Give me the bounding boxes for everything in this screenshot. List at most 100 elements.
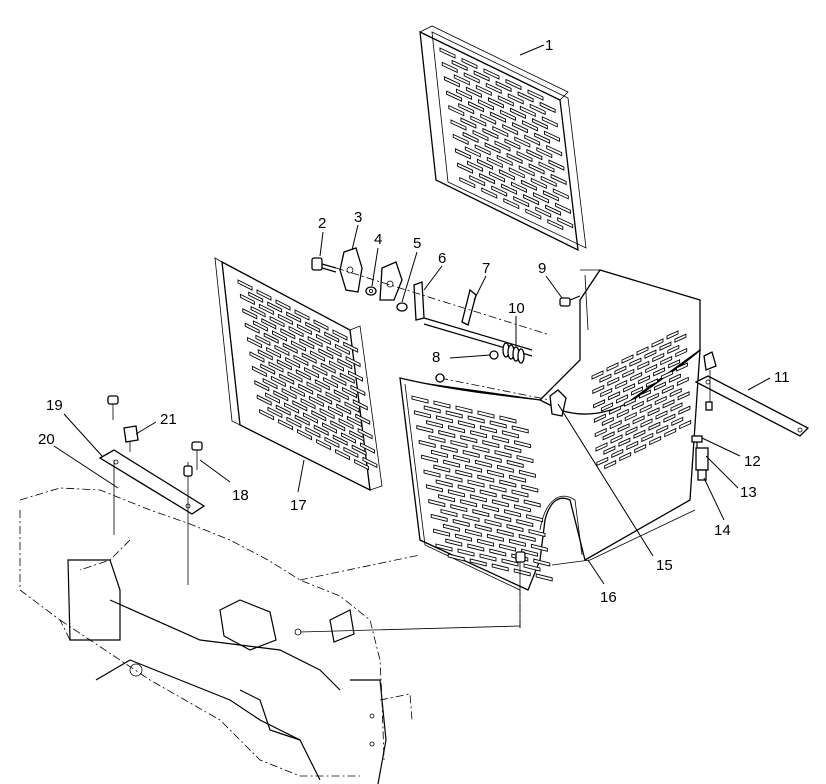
callout-14: 14 (714, 522, 731, 539)
panel-slot (621, 354, 634, 364)
panel-slot (248, 291, 264, 303)
panel-slot (666, 330, 679, 340)
panel-slot (660, 355, 673, 366)
panel-slot (276, 359, 292, 371)
panel-slot (447, 489, 465, 498)
panel-slot (440, 508, 458, 518)
panel-slot (338, 417, 354, 430)
panel-slot (608, 405, 621, 415)
panel-slot (467, 160, 483, 172)
panel-slot (529, 103, 546, 116)
panel-slot (458, 102, 475, 115)
panel-slot (477, 538, 495, 547)
panel-slot (428, 499, 446, 508)
panel-slot (647, 407, 660, 417)
panel-slot (675, 347, 688, 358)
panel-slot (332, 329, 348, 341)
panel-slot (667, 344, 680, 355)
panel-slot (331, 374, 347, 387)
panel-slot (626, 440, 639, 451)
panel-slot (237, 279, 253, 291)
panel-slot (472, 129, 489, 142)
panel-slot (513, 568, 531, 577)
panel-slot (631, 400, 644, 411)
panel-slot (485, 82, 502, 95)
panel-slot (522, 120, 538, 132)
panel-slot (521, 548, 539, 557)
panel-slot (446, 90, 463, 102)
panel-slot (674, 333, 687, 343)
panel-slot (261, 318, 277, 330)
panel-slot (516, 519, 534, 528)
panel-slot (502, 123, 519, 136)
shroud-slots (411, 395, 553, 582)
panel-slot (456, 88, 472, 100)
panel-slot (299, 338, 315, 350)
panel-slot (544, 130, 560, 142)
panel-slot (295, 369, 311, 381)
panel-slot (468, 100, 485, 113)
panel-slot (251, 365, 267, 378)
cam-plate-3 (339, 247, 363, 293)
panel-slot (550, 173, 567, 186)
panel-slot (477, 410, 495, 419)
panel-slot (496, 154, 513, 167)
panel-slot (411, 395, 429, 404)
panel-slot (453, 74, 470, 86)
panel-slot (599, 373, 612, 383)
panel-slot (538, 161, 555, 173)
panel-slot (523, 499, 541, 508)
panel-slot (457, 484, 475, 493)
panel-slot (257, 349, 273, 361)
callout-labels: 1 2 3 4 5 6 7 8 9 10 11 12 13 14 15 16 1… (38, 37, 790, 606)
panel-slot (541, 116, 558, 128)
panel-slot (272, 330, 287, 342)
panel-slot (606, 362, 619, 372)
panel-slot (617, 423, 630, 433)
panel-slot (255, 334, 271, 347)
panel-slot (351, 444, 367, 456)
panel-slot (470, 430, 488, 439)
panel-slot (498, 169, 515, 181)
panel-slot (482, 504, 500, 513)
panel-slot (256, 394, 272, 406)
panel-slot (526, 148, 543, 161)
panel-slot (469, 494, 487, 503)
panel-slot (305, 426, 321, 439)
panel-slot (443, 459, 461, 468)
left-bracket-19-20 (98, 449, 206, 585)
panel-slot (653, 367, 666, 377)
panel-slot (477, 474, 495, 483)
panel-slot (603, 445, 616, 455)
panel-slot (273, 390, 289, 402)
panel-slot (428, 434, 446, 444)
panel-slot (533, 192, 549, 204)
panel-slot (607, 376, 620, 387)
callout-16: 16 (600, 589, 617, 606)
panel-slot (623, 383, 636, 393)
panel-slot (624, 411, 637, 422)
panel-slot (278, 418, 294, 431)
panel-slot (479, 425, 497, 434)
panel-slot (514, 440, 532, 449)
panel-slot (499, 479, 517, 488)
bracket-6 (413, 281, 425, 321)
panel-slot (641, 432, 654, 443)
panel-slot (289, 385, 305, 398)
panel-slot (469, 558, 487, 567)
panel-slot (442, 523, 460, 532)
panel-slot (504, 509, 522, 518)
panel-slot (452, 133, 469, 146)
panel-slot (457, 420, 475, 429)
panel-slot (247, 336, 263, 349)
panel-slot (608, 391, 621, 401)
callout-18: 18 (232, 487, 249, 504)
panel-slot (416, 425, 434, 434)
panel-slot (535, 206, 552, 218)
callout-8: 8 (432, 349, 440, 366)
panel-slot (484, 454, 502, 463)
panel-slot (545, 204, 562, 216)
panel-slot (557, 216, 574, 229)
panel-slot (430, 449, 448, 458)
panel-slot (645, 363, 658, 374)
